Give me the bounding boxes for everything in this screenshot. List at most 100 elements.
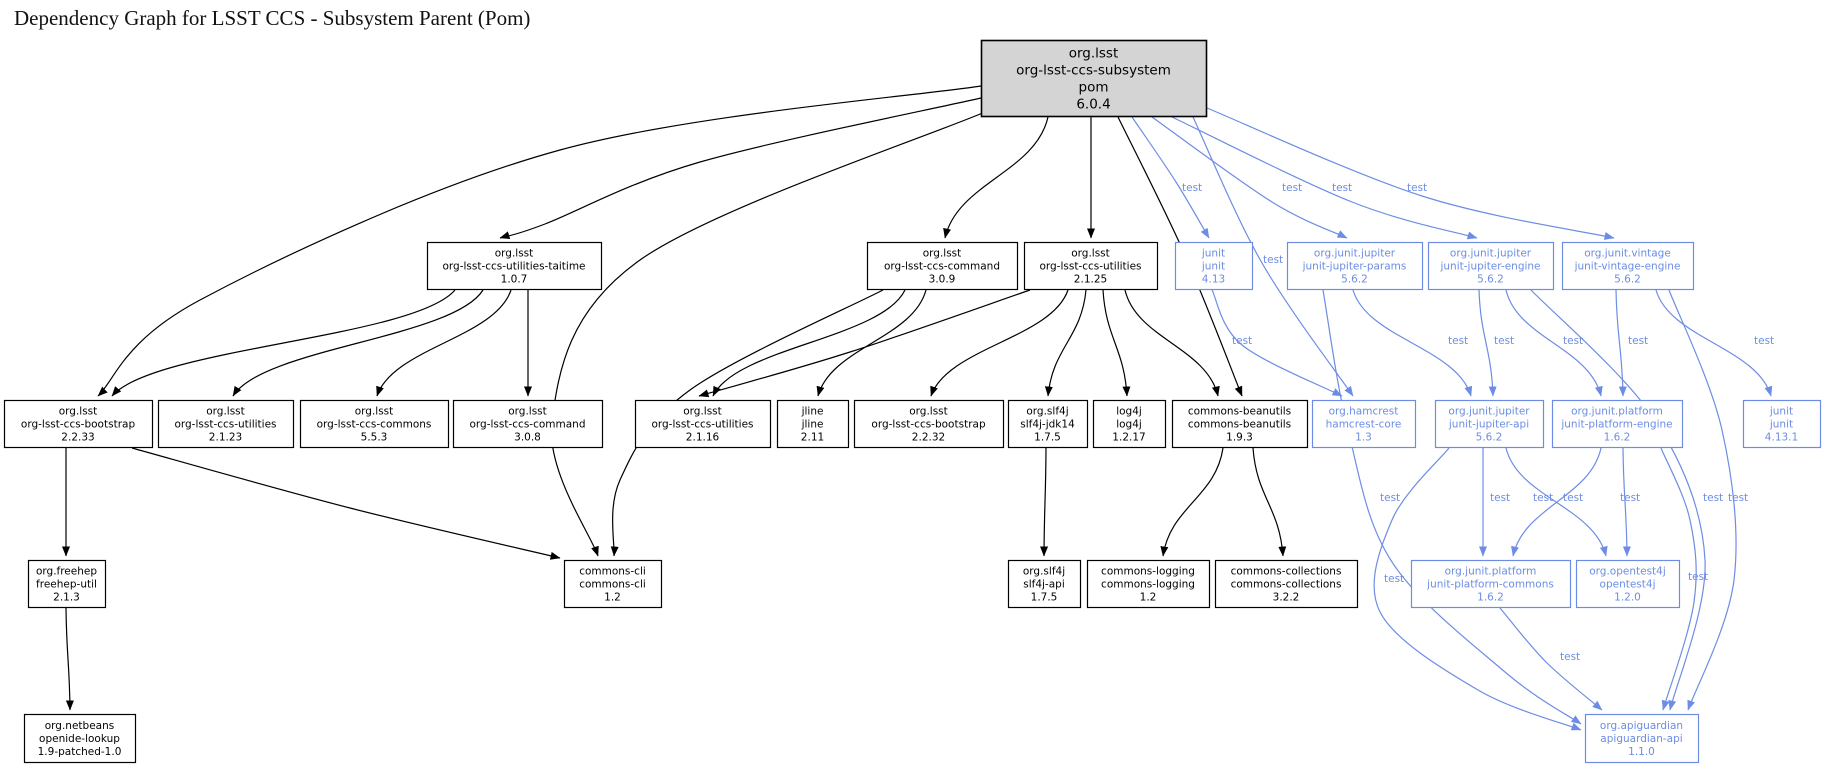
edge-label-platformcommons-apiguardian: test (1560, 651, 1580, 663)
edge-label-jupiterengine-jupiterapi: test (1494, 335, 1514, 347)
edge-junit413-hamcrest (1211, 289, 1343, 397)
node-box-command309 (866, 241, 1019, 291)
edge-label-platformengine-platformcommons: test (1563, 492, 1583, 504)
node-box-commonscollections (1214, 559, 1359, 609)
edge-root-junit413 (1131, 116, 1210, 239)
edge-label-jupiterapi-apiguardian: test (1384, 573, 1404, 585)
edge-beanutils-commonslogging (1160, 447, 1224, 557)
edge-root-taitime (499, 97, 982, 240)
edge-utilities2125-beanutils (1124, 289, 1220, 397)
edge-jupiterparams-jupiterapi (1352, 289, 1473, 397)
edge-root-command309 (943, 116, 1049, 239)
edge-root-bootstrap2233 (97, 85, 982, 397)
edge-jupiterparams-apiguardian (1322, 289, 1582, 725)
edge-label-junit413-hamcrest: test (1232, 335, 1252, 347)
edge-root-hamcrest (1192, 116, 1354, 397)
edge-taitime-utilities2123 (232, 289, 484, 397)
node-box-taitime (426, 241, 603, 291)
edge-command309-jline (816, 289, 927, 397)
edge-label-platformengine-apiguardian: test (1688, 571, 1708, 583)
node-box-jupiterparams (1286, 241, 1424, 291)
edge-utilities2125-utilities2116 (698, 289, 1031, 398)
edge-label-jupiterapi-opentest4j: test (1533, 492, 1553, 504)
edge-vintageengine-platformengine (1615, 289, 1627, 397)
edge-utilities2125-log4j (1102, 289, 1131, 397)
node-box-slf4japi (1007, 559, 1082, 609)
node-box-utilities2125 (1023, 241, 1159, 291)
edge-vintageengine-junit4131 (1655, 289, 1773, 397)
edge-jupiterengine-jupiterapi (1478, 289, 1497, 397)
edge-label-jupiterparams-jupiterapi: test (1448, 335, 1468, 347)
node-box-bootstrap2233 (3, 399, 154, 449)
edge-utilities2125-bootstrap2232 (930, 289, 1069, 397)
edge-platformcommons-apiguardian (1499, 607, 1603, 711)
node-box-jupiterengine (1427, 241, 1555, 291)
edge-root-commonscli (550, 111, 986, 557)
edge-utilities2125-slf4jjdk14 (1044, 289, 1087, 397)
edge-root-jupiterparams (1151, 116, 1348, 239)
edge-command309-utilities2116 (712, 289, 906, 397)
graph-title: Dependency Graph for LSST CCS - Subsyste… (14, 6, 531, 30)
edge-label-jupiterapi-platformcommons: test (1490, 492, 1510, 504)
edge-root-vintageengine (1206, 107, 1615, 240)
edge-label-vintageengine-apiguardian: test (1728, 492, 1748, 504)
node-box-junit4131 (1742, 399, 1822, 449)
edge-jupiterengine-platformengine (1505, 289, 1603, 397)
node-box-netbeans (23, 713, 137, 764)
edge-slf4jjdk14-slf4japi (1040, 447, 1049, 557)
node-box-utilities2123 (157, 399, 295, 449)
edge-label-jupiterengine-apiguardian: test (1703, 492, 1723, 504)
node-box-root (980, 39, 1208, 118)
edge-label-root-jupiterengine: test (1332, 182, 1352, 194)
node-box-opentest4j (1575, 559, 1681, 609)
edge-beanutils-commonscollections (1252, 447, 1287, 557)
node-box-platformcommons (1410, 559, 1572, 609)
edge-label-root-hamcrest: test (1263, 254, 1283, 266)
edge-jupiterengine-apiguardian (1530, 289, 1706, 711)
edge-label-jupiterparams-apiguardian: test (1380, 492, 1400, 504)
edge-label-jupiterengine-platformengine: test (1563, 335, 1583, 347)
node-box-jline (776, 399, 850, 449)
node-box-apiguardian (1584, 713, 1700, 764)
